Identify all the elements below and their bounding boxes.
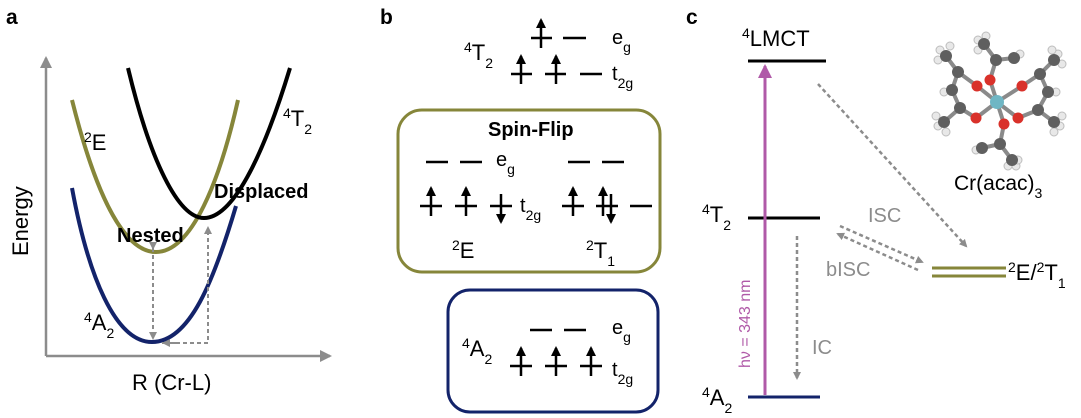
top-t2g-row: t2g	[511, 54, 633, 91]
label-2E-2T1: 2E/2T1	[1008, 259, 1066, 291]
panel-c: c 4LMCT 4T2 4A2 2E/2T1 hν = 343 nm IC IS…	[686, 6, 1067, 416]
label-4LMCT: 4LMCT	[742, 25, 810, 51]
spin-flip-box	[396, 108, 662, 274]
excitation-label: hν = 343 nm	[737, 280, 754, 369]
label-4T2-c: 4T2	[702, 201, 731, 233]
t2g-label: t2g	[520, 195, 541, 223]
label-nested: Nested	[117, 225, 184, 247]
label-4A2: 4A2	[84, 309, 114, 341]
t2g-label: t2g	[612, 359, 633, 387]
state-2T1-label: 2T1	[586, 237, 615, 269]
curve-4T2	[126, 67, 292, 221]
lmct-relax-arrow	[817, 83, 968, 248]
label-4T2: 4T2	[283, 105, 312, 137]
state-2E-label: 2E	[452, 237, 474, 263]
x-axis-label: R (Cr-L)	[132, 370, 211, 395]
bisc-label: bISC	[826, 259, 870, 281]
ground-state-box	[446, 288, 660, 414]
curve-4A2	[70, 187, 238, 345]
panel-a: a Energy R (Cr-L) 4T2 2E 4A2 Nested Disp…	[6, 6, 332, 395]
top-state-label: 4T2	[464, 39, 493, 71]
spin-flip-title: Spin-Flip	[488, 119, 574, 141]
molecule-label: Cr(acac)3	[954, 172, 1043, 201]
molecule-image	[931, 31, 1067, 171]
label-displaced: Displaced	[214, 181, 308, 203]
t2g-label: t2g	[612, 63, 633, 91]
panel-a-label: a	[6, 6, 18, 29]
bisc-arrow	[836, 232, 919, 272]
isc-label: ISC	[868, 205, 901, 227]
ic-label: IC	[812, 337, 832, 359]
eg-label: eg	[612, 317, 631, 345]
label-2E: 2E	[84, 129, 106, 155]
isc-arrow	[839, 224, 924, 264]
y-axis-label: Energy	[8, 186, 33, 256]
label-4A2-c: 4A2	[702, 384, 732, 416]
eg-label: eg	[612, 27, 631, 55]
ground-state-label: 4A2	[462, 335, 492, 367]
panel-c-label: c	[686, 6, 698, 29]
top-eg-row: eg	[531, 18, 631, 55]
panel-b-label: b	[380, 6, 393, 29]
eg-label: eg	[496, 149, 515, 177]
panel-b: b 4T2 eg t2g Spin-Flip eg	[380, 6, 662, 414]
